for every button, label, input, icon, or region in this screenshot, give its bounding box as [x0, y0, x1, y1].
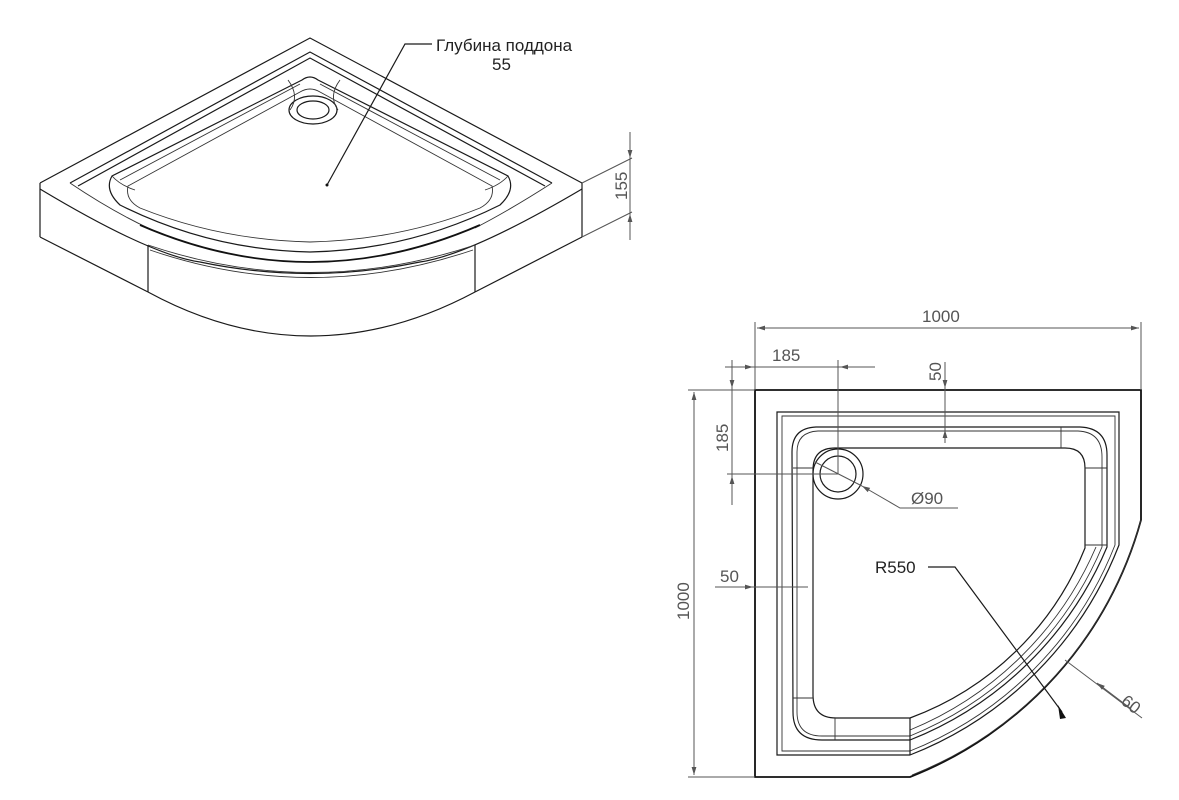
depth-dimension: 1000 — [674, 389, 755, 778]
isometric-view: Глубина поддона 55 155 — [39, 36, 633, 337]
curved-rim-width-dimension: 60 — [1064, 659, 1145, 719]
depth-callout-label: Глубина поддона — [436, 36, 573, 55]
height-dimension-text: 155 — [612, 172, 631, 200]
height-dimension: 155 — [581, 132, 633, 240]
width-dimension-text: 1000 — [922, 307, 960, 326]
width-dimension: 1000 — [754, 307, 1142, 390]
curved-rim-width-text: 60 — [1118, 691, 1145, 718]
drain-offset-x-dimension: 185 — [725, 346, 875, 474]
rim-left-dimension: 50 — [715, 567, 808, 590]
radius-text: R550 — [875, 558, 916, 577]
drain-diameter-dimension: Ø90 — [814, 461, 958, 509]
rim-top-dimension: 50 — [926, 362, 948, 443]
rim-left-text: 50 — [720, 567, 739, 586]
radius-dimension: R550 — [875, 558, 1066, 719]
rim-top-text: 50 — [926, 362, 945, 381]
depth-callout-leader — [326, 43, 432, 186]
plan-view: 1000 1000 185 185 — [674, 307, 1145, 778]
drain-offset-y-text: 185 — [713, 424, 732, 452]
drain-offset-x-text: 185 — [772, 346, 800, 365]
depth-dimension-text: 1000 — [674, 582, 693, 620]
drain-diameter-text: Ø90 — [911, 489, 943, 508]
depth-callout-value: 55 — [492, 55, 511, 74]
drain-offset-y-dimension: 185 — [713, 360, 838, 505]
